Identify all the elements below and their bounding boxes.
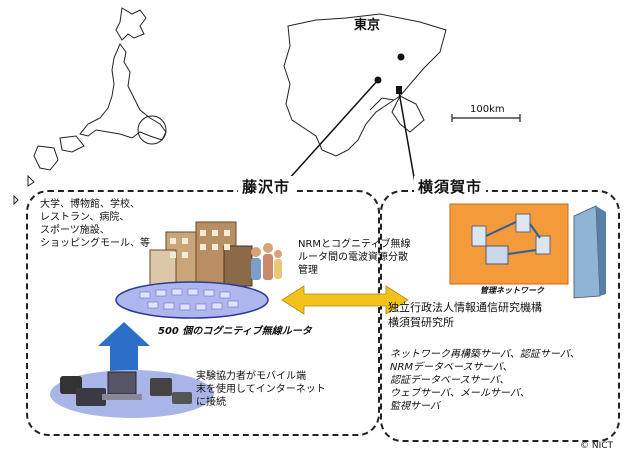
user-note: 実験協力者がモバイル端 末を使用してインターネット に接続 bbox=[196, 370, 326, 409]
facility-line: レストラン、病院、 bbox=[40, 212, 130, 223]
copyright: © NICT bbox=[580, 441, 614, 451]
facility-line: スポーツ施設、 bbox=[40, 225, 110, 236]
router-label: 500 個のコグニティブ無線ルータ bbox=[158, 326, 312, 337]
institute-line: 横須賀研究所 bbox=[388, 316, 454, 329]
center-note: NRMとコグニティブ無線 ルータ間の電波資源分散 管理 bbox=[298, 238, 410, 277]
center-note-line: NRMとコグニティブ無線 bbox=[298, 239, 411, 250]
server-line: ウェブサーバ、メールサーバ、 bbox=[390, 388, 530, 399]
yokosuka-title: 横須賀市 bbox=[414, 176, 487, 197]
kanto-map bbox=[283, 13, 447, 157]
scale-label: 100km bbox=[470, 104, 505, 115]
facilities-list: 大学、博物館、学校、 レストラン、病院、 スポーツ施設、 ショッピングモール、等 bbox=[40, 198, 180, 250]
highlight-circle bbox=[137, 115, 167, 145]
user-note-line: に接続 bbox=[196, 397, 226, 408]
management-network-label: 管理ネットワーク bbox=[480, 286, 544, 295]
user-note-line: 末を使用してインターネット bbox=[196, 384, 326, 395]
center-note-line: 管理 bbox=[298, 265, 318, 276]
servers-list: ネットワーク再構築サーバ、認証サーバ、 NRMデータベースサーバ、 認証データベ… bbox=[390, 348, 580, 413]
tokyo-dot bbox=[397, 53, 405, 61]
facility-line: 大学、博物館、学校、 bbox=[40, 199, 140, 210]
facility-line: ショッピングモール、等 bbox=[40, 238, 150, 249]
center-note-line: ルータ間の電波資源分散 bbox=[298, 252, 408, 263]
institute-name: 独立行政法人情報通信研究機構 横須賀研究所 bbox=[388, 300, 542, 330]
server-line: 監視サーバ bbox=[390, 401, 440, 412]
japan-map bbox=[13, 7, 167, 206]
institute-line: 独立行政法人情報通信研究機構 bbox=[388, 301, 542, 314]
fujisawa-title: 藤沢市 bbox=[238, 176, 295, 197]
yokosuka-dot bbox=[396, 86, 402, 94]
tokyo-label: 東京 bbox=[354, 18, 381, 33]
user-note-line: 実験協力者がモバイル端 bbox=[196, 371, 306, 382]
server-line: ネットワーク再構築サーバ、認証サーバ、 bbox=[390, 349, 580, 360]
server-line: NRMデータベースサーバ、 bbox=[390, 362, 513, 373]
server-line: 認証データベースサーバ、 bbox=[390, 375, 510, 386]
